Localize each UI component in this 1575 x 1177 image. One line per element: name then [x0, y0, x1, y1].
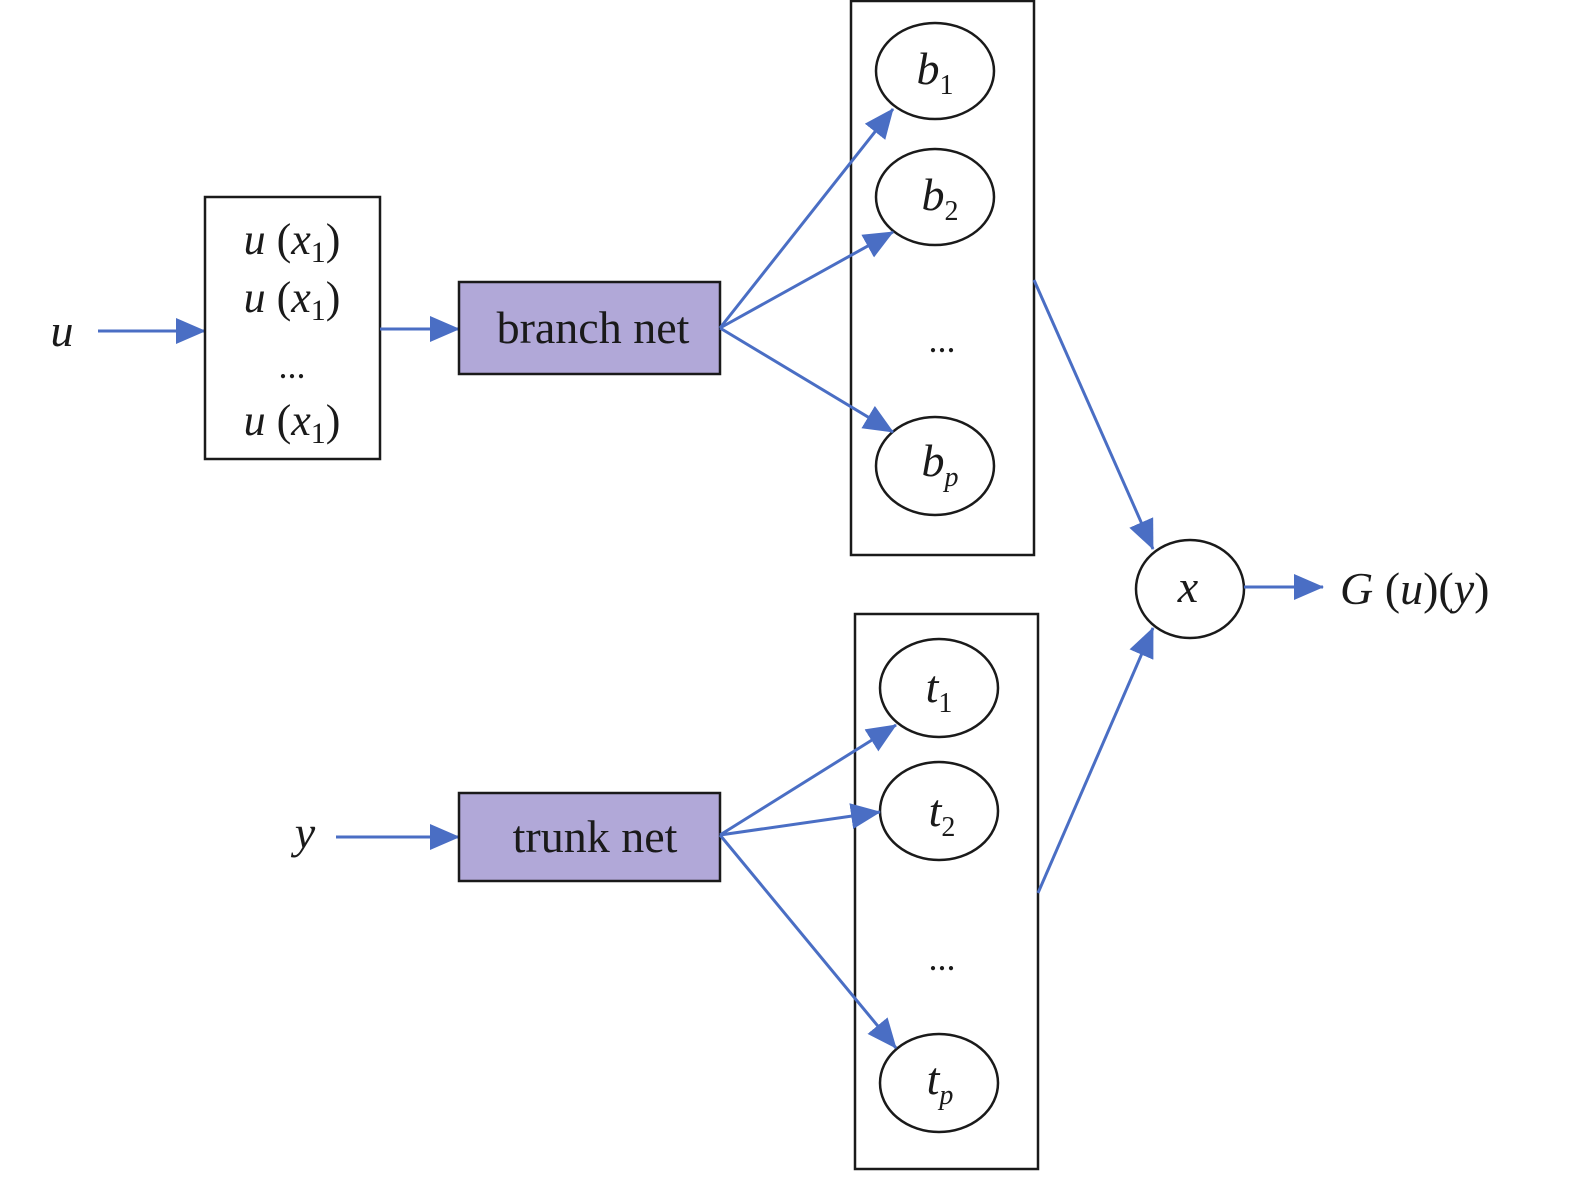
sensor-ellipsis: ... — [279, 346, 306, 386]
sensor-box — [203, 195, 382, 461]
node-b1-label: b1 — [917, 43, 954, 101]
sensor-row-1: u (x1) — [244, 215, 341, 269]
node-bp — [874, 415, 996, 517]
sensor-row-2: u (x1) — [244, 273, 341, 327]
arrow-branch-to-bp — [719, 326, 894, 434]
node-t1 — [878, 637, 1000, 739]
node-b2 — [874, 147, 996, 247]
branch-net-label: branch net — [497, 302, 690, 353]
arrow-trunk-to-product — [1036, 627, 1155, 894]
branch-net-box — [457, 280, 722, 376]
node-t1-label: t1 — [926, 661, 953, 719]
arrow-branch-to-b2 — [719, 230, 894, 330]
node-bp-label: bp — [922, 435, 959, 493]
arrow-trunk-to-tp — [718, 834, 898, 1049]
output-label: G (u)(y) — [1340, 563, 1489, 614]
node-b1 — [874, 21, 996, 121]
input-u-label: u — [51, 305, 74, 356]
product-node — [1134, 538, 1246, 640]
trunk-net-box — [457, 791, 722, 883]
arrow-trunk-to-t1 — [719, 723, 897, 837]
node-b2-label: b2 — [922, 169, 959, 227]
node-tp-label: tp — [927, 1053, 954, 1111]
node-tp — [878, 1032, 1000, 1134]
input-y-label: y — [291, 807, 316, 858]
arrow-trunk-to-t2 — [719, 803, 881, 837]
sensor-row-4: u (x1) — [244, 396, 341, 450]
node-t2-label: t2 — [929, 785, 956, 843]
product-node-label: x — [1177, 561, 1199, 612]
branch-output-ellipsis: ... — [929, 320, 956, 360]
arrow-branch-to-b1 — [718, 108, 895, 329]
arrow-branch-to-product — [1032, 279, 1155, 550]
trunk-net-label: trunk net — [513, 811, 678, 862]
trunk-output-ellipsis: ... — [929, 938, 956, 978]
